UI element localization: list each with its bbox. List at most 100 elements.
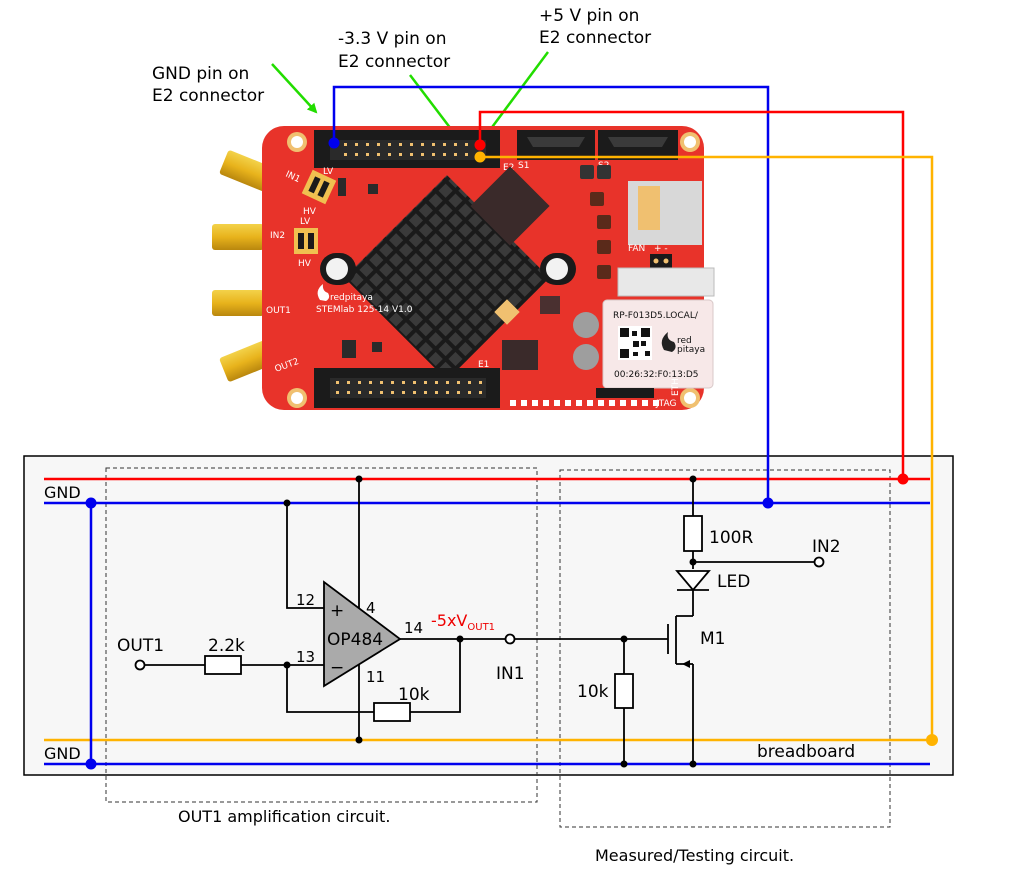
label-r-10k-fb: 10k — [398, 685, 430, 705]
label-opamp: OP484 — [327, 630, 383, 650]
mosfet-arrow-icon — [682, 660, 690, 668]
header-pin — [358, 391, 361, 394]
qr-code — [618, 326, 652, 360]
pin-4: 4 — [366, 599, 376, 617]
s1-connector — [517, 130, 595, 160]
status-led — [598, 400, 604, 406]
board-model: STEMlab 125-14 V1.0 — [316, 305, 413, 315]
e2-connector — [314, 130, 500, 168]
usb-port — [617, 267, 715, 297]
resistor-10k-feedback — [373, 702, 411, 722]
header-pin — [468, 381, 471, 384]
terminal-out1 — [134, 659, 146, 671]
e1-pins — [336, 381, 482, 394]
opamp-op484 — [323, 580, 402, 688]
label-led: LED — [717, 572, 750, 592]
svg-text:-3.3 V pin on: -3.3 V pin on — [338, 29, 446, 49]
label-in2-board: IN2 — [270, 231, 285, 241]
terminal-in1 — [504, 633, 516, 645]
header-pin — [377, 153, 380, 156]
header-pin — [377, 143, 380, 146]
label-s1: S1 — [518, 161, 529, 171]
pin-plus-sign: + — [330, 601, 344, 621]
header-pin — [347, 391, 350, 394]
svg-text:E2 connector: E2 connector — [539, 28, 651, 48]
breadboard-label: breadboard — [757, 742, 855, 762]
status-led — [565, 400, 571, 406]
status-led — [532, 400, 538, 406]
header-pin — [388, 143, 391, 146]
status-led — [631, 400, 637, 406]
info-sticker: RP-F013D5.LOCAL/ red pitaya 00:26:32:F0:… — [602, 299, 714, 389]
status-led — [521, 400, 527, 406]
svg-text:E2 connector: E2 connector — [152, 86, 264, 106]
header-pin — [358, 381, 361, 384]
jtag-header — [596, 388, 654, 398]
header-pin — [336, 381, 339, 384]
status-led — [554, 400, 560, 406]
led-diode — [675, 570, 711, 592]
header-pin — [468, 391, 471, 394]
redpitaya-logo-icon — [661, 332, 676, 352]
header-pin — [410, 153, 413, 156]
terminal-in2 — [813, 556, 825, 568]
svg-text:GND pin on: GND pin on — [152, 64, 249, 84]
header-pin — [443, 143, 446, 146]
pin-12: 12 — [296, 591, 315, 609]
header-pin — [336, 391, 339, 394]
annotation-gnd-pin: GND pin on E2 connector — [152, 63, 318, 114]
header-pin — [479, 391, 482, 394]
wire-5v — [478, 110, 905, 479]
annotation-arrow — [482, 51, 550, 140]
header-pin — [424, 381, 427, 384]
label-out1: OUT1 — [117, 636, 164, 656]
header-pin — [457, 381, 460, 384]
header-pin — [388, 153, 391, 156]
gnd-label-top: GND — [44, 483, 81, 502]
header-pin — [424, 391, 427, 394]
label-in1: IN1 — [496, 664, 525, 684]
label-fan: FAN — [628, 244, 645, 254]
fan-connector — [650, 254, 672, 268]
pin-14: 14 — [404, 619, 423, 637]
s2-connector — [598, 130, 678, 160]
header-pin — [402, 391, 405, 394]
header-pin — [435, 391, 438, 394]
label-r-100r: 100R — [709, 528, 753, 548]
label-r-10k-gate: 10k — [577, 682, 609, 702]
breadboard — [23, 455, 954, 776]
header-pin — [454, 153, 457, 156]
header-pin — [410, 143, 413, 146]
jumper-in1 — [301, 169, 337, 205]
header-pin — [366, 153, 369, 156]
label-hv-1: HV — [303, 207, 317, 217]
board-brand: redpitaya — [330, 293, 373, 303]
header-pin — [454, 143, 457, 146]
label-r-2k2: 2.2k — [208, 636, 245, 656]
header-pin — [391, 381, 394, 384]
sticker-mac: 00:26:32:F0:13:D5 — [614, 370, 699, 380]
label-fan-pm: + - — [654, 244, 668, 254]
header-pin — [347, 381, 350, 384]
header-pin — [355, 143, 358, 146]
header-pin — [432, 143, 435, 146]
header-pin — [432, 153, 435, 156]
label-lv-1: LV — [323, 167, 334, 177]
sticker-brand-1: red — [677, 336, 692, 346]
sticker-brand-2: pitaya — [677, 345, 705, 355]
caption-test: Measured/Testing circuit. — [595, 846, 794, 865]
header-pin — [479, 381, 482, 384]
header-pin — [446, 391, 449, 394]
header-pin — [380, 391, 383, 394]
sd-card-slot — [628, 181, 702, 245]
header-pin — [443, 153, 446, 156]
status-led — [642, 400, 648, 406]
svg-text:E2 connector: E2 connector — [338, 52, 450, 72]
header-pin — [399, 153, 402, 156]
label-out1-board: OUT1 — [266, 306, 291, 316]
pin-11: 11 — [366, 668, 385, 686]
resistor-2k2 — [204, 655, 242, 675]
header-pin — [465, 143, 468, 146]
pin-13: 13 — [296, 648, 315, 666]
resistor-10k-gate — [614, 673, 634, 709]
